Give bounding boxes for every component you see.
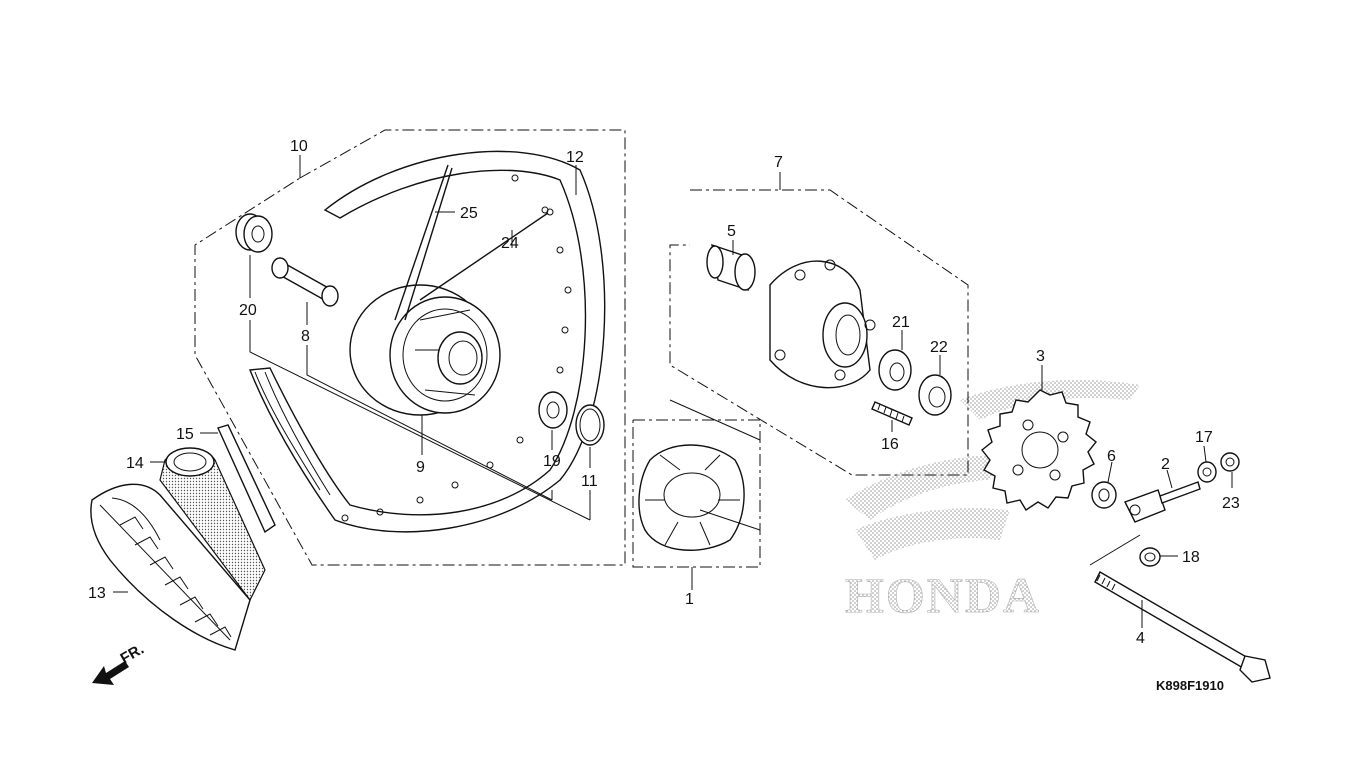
callout-5: 5 — [727, 223, 736, 240]
callout-25: 25 — [460, 205, 478, 222]
oil-seal-22 — [918, 374, 952, 416]
callout-16: 16 — [881, 436, 899, 453]
callout-22: 22 — [930, 339, 948, 356]
drawing-code: K898F1910 — [1156, 678, 1224, 693]
callout-13: 13 — [88, 585, 106, 602]
stud-16 — [871, 401, 913, 426]
callout-4: 4 — [1136, 630, 1145, 647]
collar-5 — [706, 243, 756, 292]
final-driven-flange — [769, 259, 876, 389]
spacer-8 — [271, 257, 339, 307]
callout-6: 6 — [1107, 448, 1116, 465]
hub-9 — [349, 284, 501, 416]
callout-10: 10 — [290, 138, 308, 155]
callout-12: 12 — [566, 149, 584, 166]
callout-11: 11 — [581, 473, 598, 490]
flange-group-boundary — [669, 189, 969, 476]
o-ring-11 — [575, 404, 605, 446]
front-direction-arrow: FR. — [92, 641, 147, 685]
damper-rubber-1 — [638, 444, 745, 551]
callout-20: 20 — [239, 302, 257, 319]
sprocket-3 — [981, 389, 1097, 511]
callout-15: 15 — [176, 426, 194, 443]
callout-24: 24 — [501, 235, 519, 252]
callout-19: 19 — [543, 453, 561, 470]
callout-8: 8 — [301, 328, 310, 345]
washer-17 — [1197, 461, 1217, 483]
tire-13 — [90, 483, 251, 651]
callout-3: 3 — [1036, 348, 1045, 365]
callout-18: 18 — [1182, 549, 1200, 566]
callout-2: 2 — [1161, 456, 1170, 473]
spokes-24-25 — [394, 164, 554, 321]
rim-band-15 — [217, 424, 276, 534]
callout-17: 17 — [1195, 429, 1213, 446]
bearing-19 — [538, 391, 568, 429]
leader-lines — [113, 155, 1233, 628]
callout-14: 14 — [126, 455, 144, 472]
nut-18 — [1139, 547, 1161, 567]
honda-watermark: HONDA — [845, 380, 1140, 623]
adjuster-2 — [1124, 481, 1201, 523]
axle-4 — [1094, 571, 1271, 683]
callout-labels: 1 2 3 4 5 6 7 8 9 10 11 12 13 14 15 16 1… — [88, 138, 1240, 647]
callout-7: 7 — [774, 154, 783, 171]
watermark-text: HONDA — [845, 567, 1041, 623]
callout-21: 21 — [892, 314, 910, 331]
bearing-20 — [235, 213, 273, 253]
nut-23 — [1220, 452, 1240, 472]
wheel-group-boundary — [194, 129, 626, 566]
collar-6 — [1091, 481, 1117, 509]
bearing-21 — [878, 349, 912, 391]
callout-23: 23 — [1222, 495, 1240, 512]
callout-1: 1 — [685, 591, 694, 608]
callout-9: 9 — [416, 459, 425, 476]
